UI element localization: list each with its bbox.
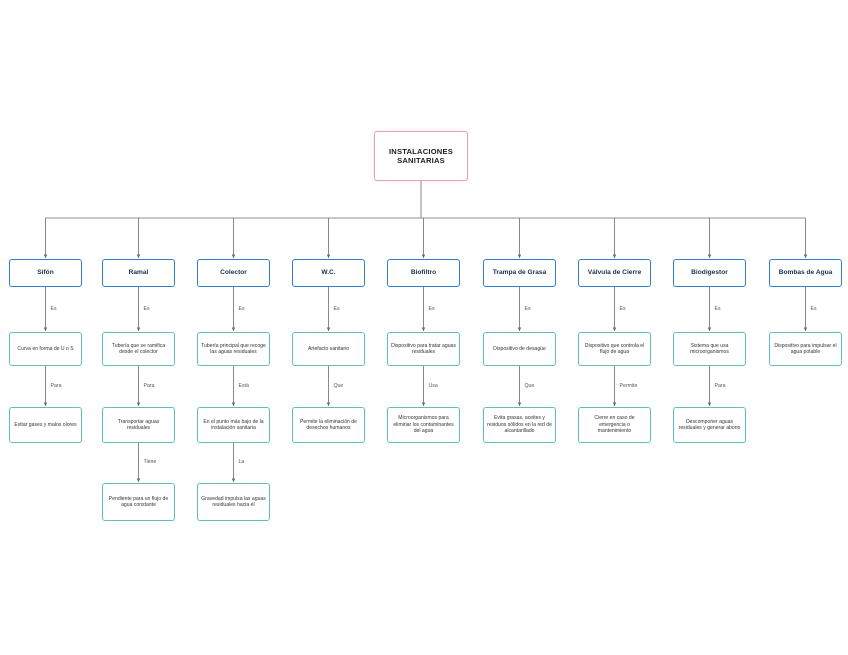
description-node-colector-0[interactable]: Tubería principal que recoge las aguas r… bbox=[197, 332, 270, 366]
edge-label-ramal-2: Tiene bbox=[143, 459, 157, 465]
description-node-label: Gravedad impulsa las aguas residuales ha… bbox=[201, 495, 266, 508]
description-node-biofiltro-1[interactable]: Microorganismos para eliminar los contam… bbox=[387, 407, 460, 443]
category-node-label: Sifón bbox=[37, 268, 54, 276]
category-node-bombas-de-agua[interactable]: Bombas de Agua bbox=[769, 259, 842, 287]
edge-label-biodigestor-0: Es bbox=[714, 305, 721, 312]
edge-label-valvula-de-cierre-0: Es bbox=[619, 305, 626, 312]
description-node-valvula-de-cierre-0[interactable]: Dispositivo que controla el flujo de agu… bbox=[578, 332, 651, 366]
category-node-label: Ramal bbox=[128, 268, 149, 276]
category-node-label: Colector bbox=[220, 268, 247, 276]
description-node-label: Tubería que se ramifica desde el colecto… bbox=[111, 342, 166, 355]
description-node-biodigestor-0[interactable]: Sistema que usa microorganismos bbox=[673, 332, 746, 366]
description-node-label: Microorganismos para eliminar los contam… bbox=[393, 415, 454, 435]
description-node-ramal-1[interactable]: Transportar aguas residuales bbox=[102, 407, 175, 443]
edge-label-sifon-0: Es bbox=[50, 305, 57, 312]
edge-label-valvula-de-cierre-1: Permite bbox=[619, 382, 638, 389]
root-title-line1: INSTALACIONES bbox=[388, 146, 454, 156]
description-node-colector-1[interactable]: En el punto más bajo de la instalación s… bbox=[197, 407, 270, 443]
category-node-label: Biofiltro bbox=[410, 268, 437, 276]
category-node-wc[interactable]: W.C. bbox=[292, 259, 365, 287]
description-node-label: Artefacto sanitario bbox=[307, 345, 350, 352]
description-node-label: Descomponer aguas residuales y generar a… bbox=[678, 418, 741, 431]
category-node-label: Válvula de Cierre bbox=[587, 268, 642, 276]
description-node-label: Evitar gases y malos olores bbox=[14, 421, 77, 428]
description-node-label: Transportar aguas residuales bbox=[117, 418, 160, 431]
edge-label-biofiltro-1: Usa bbox=[428, 382, 438, 389]
category-node-biodigestor[interactable]: Biodigestor bbox=[673, 259, 746, 287]
edge-label-sifon-1: Para bbox=[50, 382, 62, 389]
edge-label-bombas-de-agua-0: Es bbox=[810, 305, 817, 312]
description-node-valvula-de-cierre-1[interactable]: Cierre en caso de emergencia o mantenimi… bbox=[578, 407, 651, 443]
description-node-ramal-0[interactable]: Tubería que se ramifica desde el colecto… bbox=[102, 332, 175, 366]
description-node-label: Evita grasas, aceites y residuos sólidos… bbox=[487, 415, 552, 435]
category-node-label: Bombas de Agua bbox=[778, 268, 833, 276]
edge-label-colector-1: Está bbox=[238, 382, 249, 389]
description-node-colector-2[interactable]: Gravedad impulsa las aguas residuales ha… bbox=[197, 483, 270, 521]
description-node-label: Permite la eliminación de desechos human… bbox=[300, 418, 357, 431]
description-node-label: Dispositivo para tratar aguas residuales bbox=[391, 342, 456, 355]
description-node-label: Curva en forma de U o S bbox=[17, 345, 74, 352]
edge-label-wc-0: Es bbox=[333, 305, 340, 312]
description-node-label: Dispositivo que controla el flujo de agu… bbox=[584, 342, 645, 355]
root-title-line2: SANITARIAS bbox=[397, 156, 445, 165]
description-node-label: En el punto más bajo de la instalación s… bbox=[203, 418, 264, 431]
description-node-sifon-1[interactable]: Evitar gases y malos olores bbox=[9, 407, 82, 443]
edge-label-ramal-1: Para bbox=[143, 382, 155, 389]
description-node-label: Cierre en caso de emergencia o mantenimi… bbox=[594, 415, 635, 435]
description-node-wc-0[interactable]: Artefacto sanitario bbox=[292, 332, 365, 366]
description-node-label: Sistema que usa microorganismos bbox=[690, 342, 729, 355]
category-node-colector[interactable]: Colector bbox=[197, 259, 270, 287]
category-node-trampa-de-grasa[interactable]: Trampa de Grasa bbox=[483, 259, 556, 287]
edge-label-trampa-de-grasa-0: Es bbox=[524, 305, 531, 312]
description-node-ramal-2[interactable]: Pendiente para un flujo de agua constant… bbox=[102, 483, 175, 521]
category-node-label: Trampa de Grasa bbox=[492, 268, 547, 276]
description-node-label: Dispositivo para impulsar el agua potabl… bbox=[774, 342, 837, 355]
edge-label-trampa-de-grasa-1: Que bbox=[524, 382, 535, 389]
edge-label-ramal-0: Es bbox=[143, 305, 150, 312]
edge-label-wc-1: Que bbox=[333, 382, 344, 389]
description-node-trampa-de-grasa-0[interactable]: Dispositivo de desagüe bbox=[483, 332, 556, 366]
description-node-label: Dispositivo de desagüe bbox=[493, 345, 546, 352]
description-node-label: Tubería principal que recoge las aguas r… bbox=[201, 342, 266, 355]
description-node-sifon-0[interactable]: Curva en forma de U o S bbox=[9, 332, 82, 366]
category-node-biofiltro[interactable]: Biofiltro bbox=[387, 259, 460, 287]
edge-label-biodigestor-1: Para bbox=[714, 382, 726, 389]
description-node-bombas-de-agua-0[interactable]: Dispositivo para impulsar el agua potabl… bbox=[769, 332, 842, 366]
category-node-sifon[interactable]: Sifón bbox=[9, 259, 82, 287]
description-node-trampa-de-grasa-1[interactable]: Evita grasas, aceites y residuos sólidos… bbox=[483, 407, 556, 443]
category-node-valvula-de-cierre[interactable]: Válvula de Cierre bbox=[578, 259, 651, 287]
edge-label-biofiltro-0: Es bbox=[428, 305, 435, 312]
edge-label-colector-0: Es bbox=[238, 305, 245, 312]
root-node[interactable]: INSTALACIONES SANITARIAS bbox=[374, 131, 468, 181]
category-node-label: W.C. bbox=[321, 268, 336, 276]
description-node-wc-1[interactable]: Permite la eliminación de desechos human… bbox=[292, 407, 365, 443]
category-node-ramal[interactable]: Ramal bbox=[102, 259, 175, 287]
description-node-label: Pendiente para un flujo de agua constant… bbox=[108, 495, 169, 508]
category-node-label: Biodigestor bbox=[691, 268, 728, 276]
description-node-biofiltro-0[interactable]: Dispositivo para tratar aguas residuales bbox=[387, 332, 460, 366]
description-node-biodigestor-1[interactable]: Descomponer aguas residuales y generar a… bbox=[673, 407, 746, 443]
edge-label-colector-2: La bbox=[238, 459, 245, 465]
